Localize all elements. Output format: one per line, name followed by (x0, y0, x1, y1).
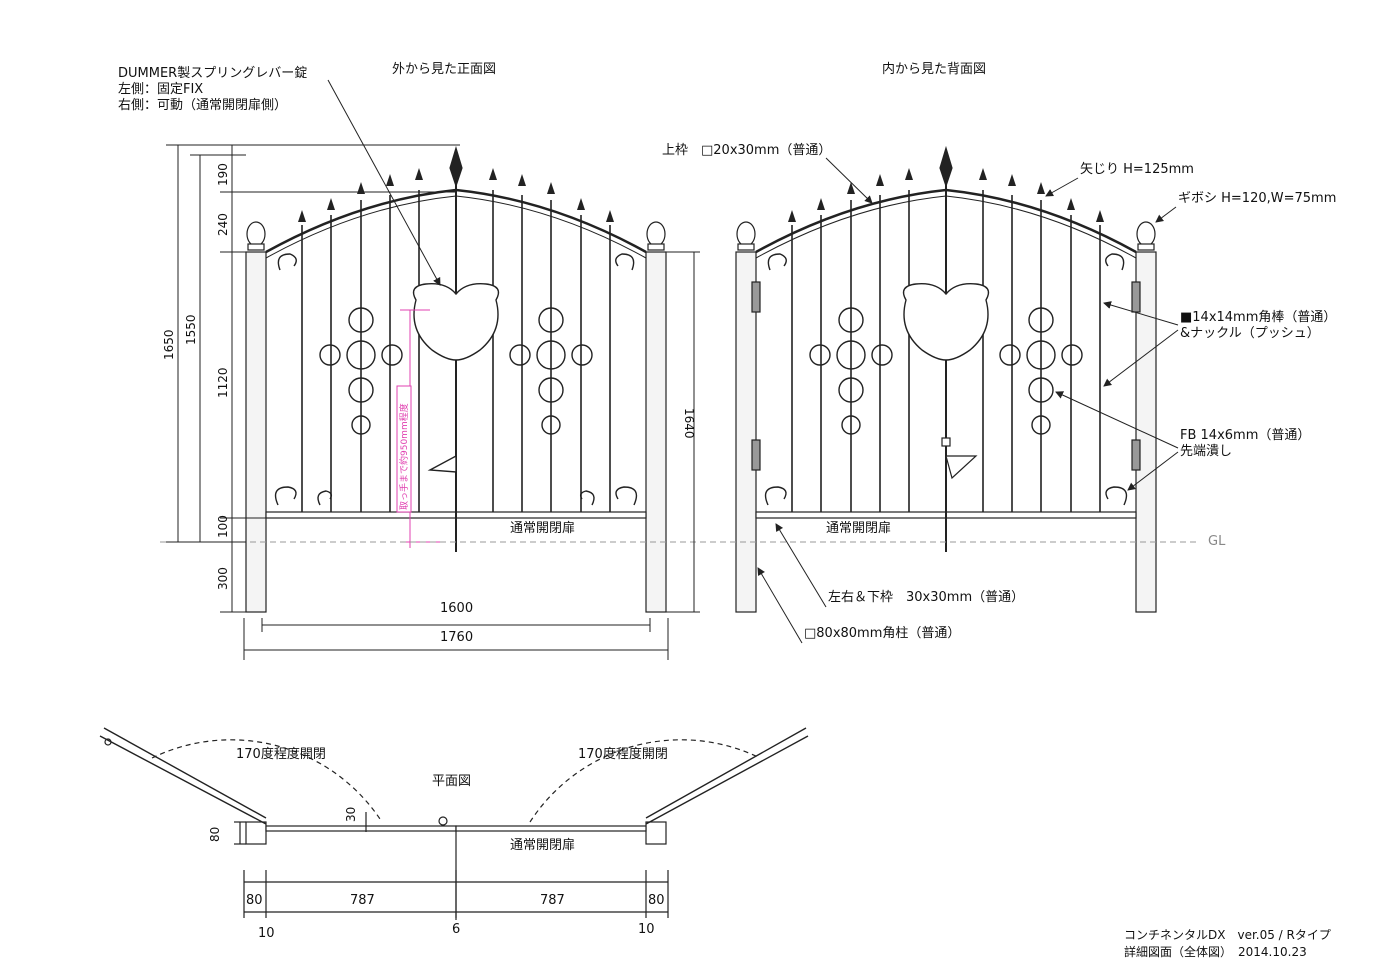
dim-1760: 1760 (440, 630, 474, 645)
dim-300: 300 (216, 567, 230, 590)
plan-right-post (645, 821, 667, 845)
front-left-post (245, 251, 267, 613)
dim-1640: 1640 (682, 408, 696, 439)
lock-note-line3: 右側：可動（通常開閉扉側） (118, 98, 288, 113)
handle-height-marker (396, 309, 440, 548)
front-arrowheads (298, 168, 614, 222)
dim-190: 190 (216, 163, 230, 186)
callout-fb-line1: FB 14x6mm（普通） (1180, 428, 1311, 443)
dim-1600: 1600 (440, 601, 474, 616)
label-open-left: 170度程度開閉 (236, 747, 326, 762)
leaders (327, 79, 1179, 644)
label-gl: GL (1208, 534, 1226, 549)
footer-line2: 詳細図面（全体図） 2014.10.23 (1124, 945, 1307, 959)
plan-view (99, 727, 809, 920)
dim-1120: 1120 (216, 367, 230, 398)
lock-note-line2: 左側：固定FIX (118, 82, 204, 97)
front-finial-left (246, 221, 266, 251)
title-front-view: 外から見た正面図 (392, 62, 497, 77)
back-finial-right (1136, 221, 1156, 251)
dim-1650: 1650 (162, 329, 176, 360)
front-dimension-lines (166, 144, 700, 660)
back-left-post (735, 251, 757, 613)
lock-note-line1: DUMMER製スプリングレバー錠 (118, 66, 308, 81)
dim-787-left: 787 (350, 893, 375, 908)
label-open-right: 170度程度開閉 (578, 747, 668, 762)
front-right-post (645, 251, 667, 613)
callout-arrowhead: 矢じり H=125mm (1080, 162, 1194, 177)
callout-post: □80x80mm角柱（普通） (804, 626, 961, 641)
title-plan-view: 平面図 (432, 774, 472, 789)
front-ornaments (274, 253, 638, 506)
dim-10-right: 10 (638, 922, 655, 937)
dim-787-right: 787 (540, 893, 565, 908)
dim-10-left: 10 (258, 926, 275, 941)
callout-finial: ギボシ H=120,W=75mm (1178, 191, 1337, 206)
front-view (245, 145, 667, 613)
back-finial-left (736, 221, 756, 251)
title-back-view: 内から見た背面図 (882, 62, 987, 77)
front-bars (301, 190, 611, 512)
label-normal-door-plan: 通常開閉扉 (510, 838, 576, 853)
front-handle (427, 454, 457, 473)
dim-80-left: 80 (246, 893, 263, 908)
dim-240: 240 (216, 213, 230, 236)
back-view (735, 145, 1157, 613)
front-crest (412, 283, 500, 361)
callout-bar-line2: &ナックル（プッシュ） (1180, 326, 1320, 341)
footer-line1: コンチネンタルDX ver.05 / Rタイプ (1124, 928, 1331, 942)
back-right-post (1135, 251, 1157, 613)
plan-left-post (245, 821, 267, 845)
callout-side-frame: 左右＆下枠 30x30mm（普通） (828, 590, 1025, 605)
dim-80-right: 80 (648, 893, 665, 908)
callout-fb-line2: 先端潰し (1180, 444, 1233, 459)
dim-30: 30 (344, 806, 358, 822)
callout-bar-line1: ■14x14mm角棒（普通） (1180, 310, 1337, 325)
label-handle-height: 取っ手まで約950mm程度 (400, 403, 410, 510)
label-normal-door-front: 通常開閉扉 (510, 521, 576, 536)
dim-6: 6 (452, 922, 461, 937)
dim-100: 100 (216, 515, 230, 538)
callout-top-frame: 上枠 □20x30mm（普通） (662, 143, 832, 158)
dim-80-vertical: 80 (208, 826, 222, 842)
front-finial-right (646, 221, 666, 251)
label-normal-door-back: 通常開閉扉 (826, 521, 892, 536)
dim-1550: 1550 (184, 314, 198, 345)
